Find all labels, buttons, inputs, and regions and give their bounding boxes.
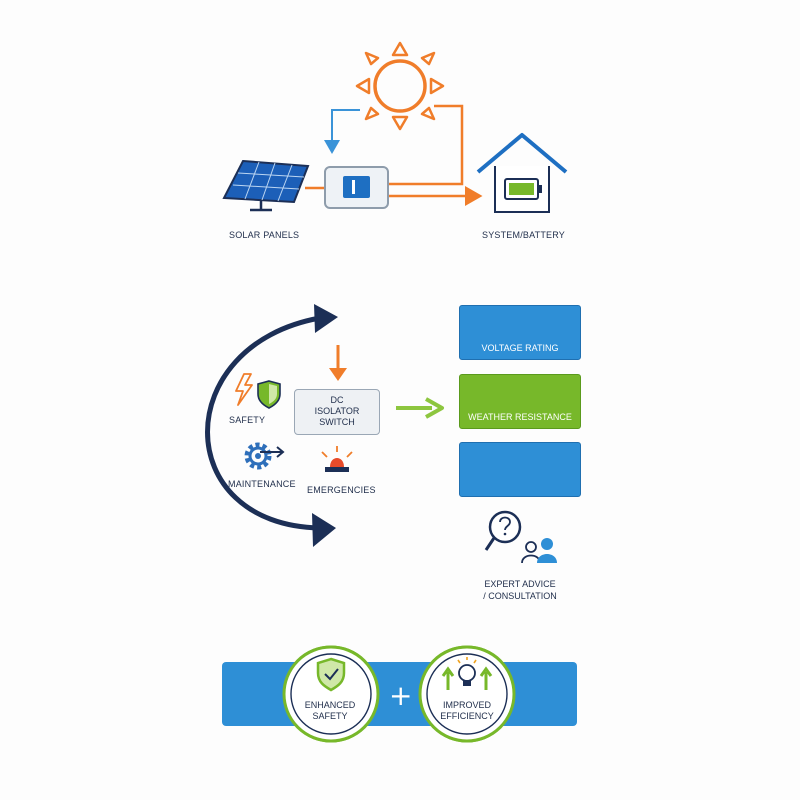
isolator-switch-icon — [324, 166, 389, 209]
weather-resistance-label: WEATHER RESISTANCE — [468, 412, 572, 422]
battery-icon — [504, 178, 542, 200]
dc-isolator-switch-box: DC ISOLATOR SWITCH — [294, 389, 380, 435]
benefits-banner — [222, 662, 577, 726]
expert-line-2: / CONSULTATION — [483, 591, 557, 601]
expert-advice-label: EXPERT ADVICE / CONSULTATION — [460, 578, 580, 602]
solar-panel-icon — [222, 159, 310, 212]
shield-icon — [257, 380, 281, 409]
sun-to-house-line — [388, 104, 464, 186]
emergencies-label: EMERGENCIES — [307, 485, 376, 495]
right-arrow — [396, 397, 444, 419]
siren-icon — [321, 446, 353, 472]
plus-symbol: + — [389, 679, 413, 712]
improved-efficiency-line-2: EFFICIENCY — [440, 711, 494, 721]
voltage-rating-label: VOLTAGE RATING — [481, 343, 559, 353]
enhanced-safety-label: ENHANCED SAFETY — [290, 700, 370, 722]
enhanced-safety-line-1: ENHANCED — [304, 700, 356, 710]
isolator-line-2: ISOLATOR — [314, 406, 360, 416]
solar-panels-label: SOLAR PANELS — [229, 230, 300, 240]
gear-icon — [244, 442, 285, 470]
cycle-arrowhead-bottom — [312, 513, 336, 547]
system-battery-label: SYSTEM/BATTERY — [482, 230, 565, 240]
safety-label: SAFETY — [229, 415, 266, 425]
lightning-icon — [235, 373, 253, 406]
sun-to-switch-arrow — [324, 109, 360, 154]
magnifier-question-icon — [484, 510, 522, 551]
sun-icon — [355, 41, 445, 131]
down-arrow — [329, 345, 347, 381]
voltage-rating-card: VOLTAGE RATING — [459, 305, 581, 360]
isolator-line-1: DC — [330, 395, 344, 405]
house-icon — [476, 133, 568, 213]
cycle-arc — [205, 315, 321, 531]
enhanced-safety-line-2: SAFETY — [312, 711, 348, 721]
expert-line-1: EXPERT ADVICE — [484, 579, 556, 589]
isolator-line-3: SWITCH — [319, 417, 355, 427]
cycle-arrowhead-top — [314, 304, 338, 333]
maintenance-card — [459, 442, 581, 497]
improved-efficiency-line-1: IMPROVED — [442, 700, 491, 710]
improved-efficiency-label: IMPROVED EFFICIENCY — [427, 700, 507, 722]
maintenance-label: MAINTENANCE — [228, 479, 296, 489]
users-icon — [521, 538, 557, 564]
weather-resistance-card: WEATHER RESISTANCE — [459, 374, 581, 429]
